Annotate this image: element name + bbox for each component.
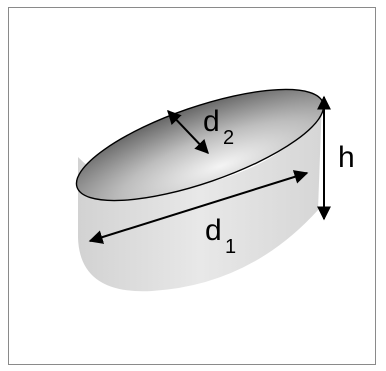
d1-arrow (88, 170, 309, 244)
h-label: h (338, 141, 355, 174)
d2-label: d (203, 105, 220, 138)
d1-subscript: 1 (225, 236, 236, 258)
d2-subscript: 2 (223, 127, 234, 149)
d1-label: d (205, 214, 222, 247)
d2-arrow (167, 109, 209, 155)
